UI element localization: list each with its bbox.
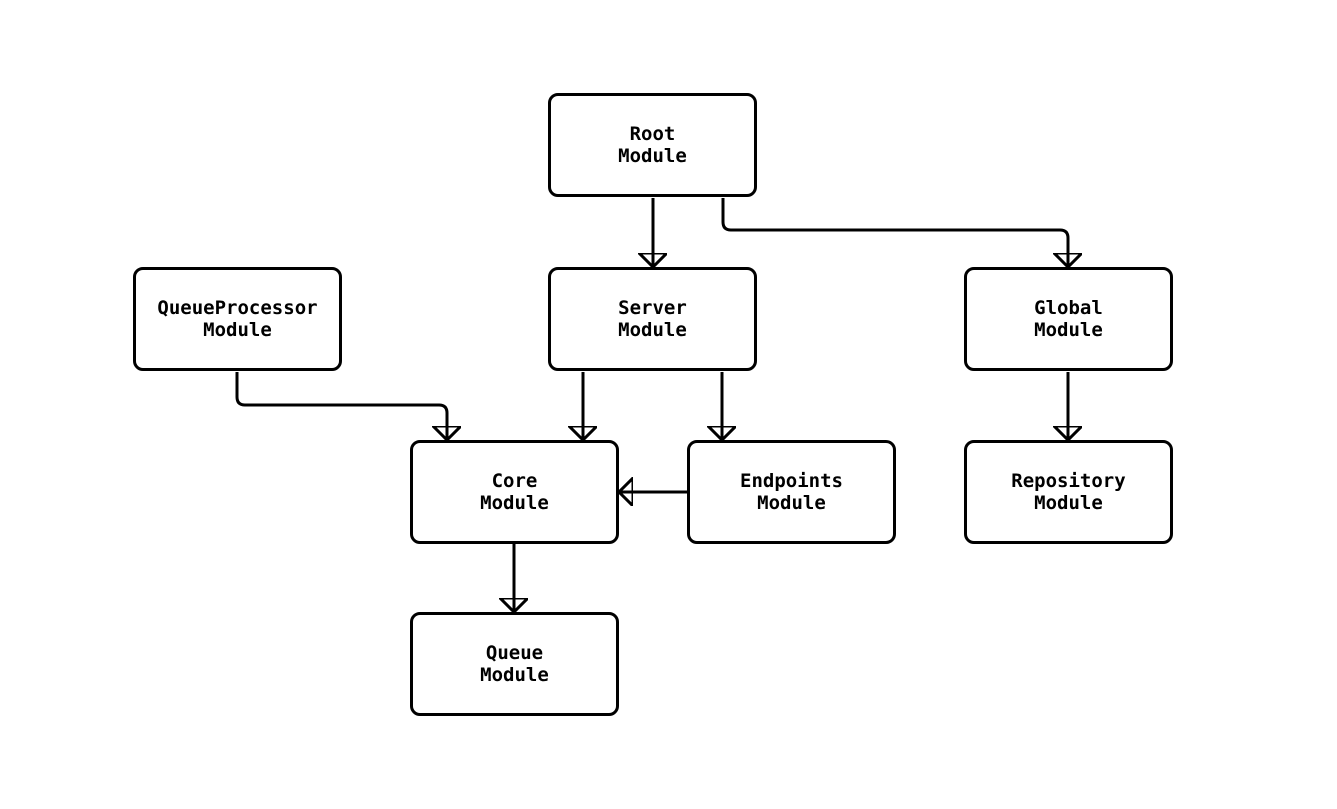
edge-queueprocessor-to-core — [235, 372, 447, 440]
node-label: Root Module — [618, 123, 687, 167]
edge-root-to-global — [721, 198, 1068, 267]
node-endpoints-module: Endpoints Module — [687, 440, 896, 544]
node-global-module: Global Module — [964, 267, 1173, 371]
node-label: QueueProcessor Module — [157, 297, 318, 341]
node-queue-module: Queue Module — [410, 612, 619, 716]
node-label: Repository Module — [1011, 470, 1126, 514]
node-label: Core Module — [480, 470, 549, 514]
node-repository-module: Repository Module — [964, 440, 1173, 544]
node-queueprocessor-module: QueueProcessor Module — [133, 267, 342, 371]
node-label: Endpoints Module — [740, 470, 843, 514]
node-server-module: Server Module — [548, 267, 757, 371]
node-label: Global Module — [1034, 297, 1103, 341]
node-core-module: Core Module — [410, 440, 619, 544]
node-label: Queue Module — [480, 642, 549, 686]
node-label: Server Module — [618, 297, 687, 341]
node-root-module: Root Module — [548, 93, 757, 197]
